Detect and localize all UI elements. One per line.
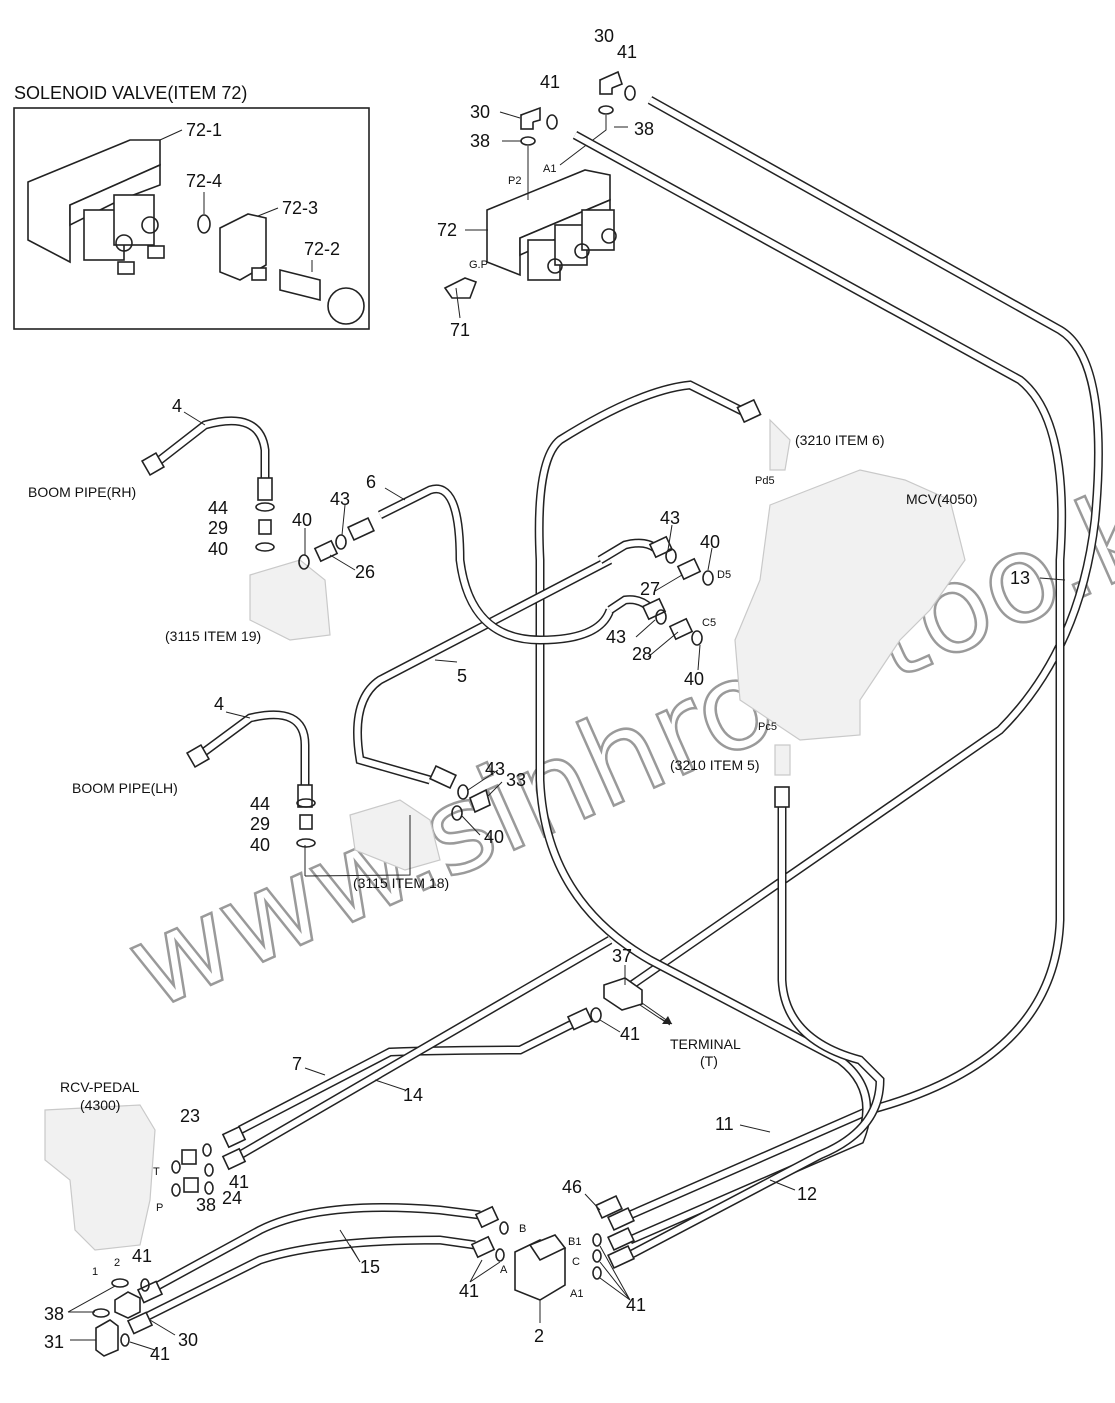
solenoid-valve-72: P2 A1 G.P	[443, 70, 636, 299]
port-gp: G.P	[469, 259, 488, 271]
terminal-label: TERMINAL	[670, 1036, 741, 1052]
label-72-2: 72-2	[304, 239, 340, 259]
callout-41: 41	[150, 1344, 170, 1364]
callout-41: 41	[620, 1024, 640, 1044]
callout-43: 43	[485, 759, 505, 779]
terminal-t-label: (T)	[700, 1053, 718, 1069]
port-a: A	[500, 1264, 508, 1276]
callout-13: 13	[1010, 568, 1030, 588]
callout-24: 24	[222, 1188, 242, 1208]
callout-46: 46	[562, 1177, 582, 1197]
mcv-ghost	[734, 418, 966, 776]
port-a1-bottom: A1	[570, 1288, 583, 1300]
ref-3115-item-18: (3115 ITEM 18)	[353, 875, 449, 891]
port-2: 2	[114, 1257, 120, 1269]
callout-41: 41	[132, 1246, 152, 1266]
callout-43: 43	[606, 627, 626, 647]
callout-30: 30	[594, 26, 614, 46]
callout-14: 14	[403, 1085, 423, 1105]
callout-40: 40	[250, 835, 270, 855]
callout-15: 15	[360, 1257, 380, 1277]
port-pd5: Pd5	[755, 475, 775, 487]
port-b: B	[519, 1223, 526, 1235]
callout-29: 29	[208, 518, 228, 538]
port-b1: B1	[568, 1236, 581, 1248]
port-c5: C5	[702, 617, 716, 629]
callout-2: 2	[534, 1326, 544, 1346]
callout-38: 38	[196, 1195, 216, 1215]
port-p2: P2	[508, 175, 521, 187]
callout-40: 40	[484, 827, 504, 847]
fittings	[92, 398, 790, 1357]
callout-44: 44	[250, 794, 270, 814]
callout-28: 28	[632, 644, 652, 664]
port-a1-top: A1	[543, 163, 556, 175]
callout-12: 12	[797, 1184, 817, 1204]
label-72-3: 72-3	[282, 198, 318, 218]
callout-5: 5	[457, 666, 467, 686]
callout-43: 43	[330, 489, 350, 509]
callout-30: 30	[178, 1330, 198, 1350]
port-labels: Pd5 D5 C5 Pc5 T P 1 2 B A B1 C A1	[92, 475, 777, 1300]
callout-7: 7	[292, 1054, 302, 1074]
callout-6: 6	[366, 472, 376, 492]
block-3115-18-ghost	[349, 799, 441, 871]
callout-38: 38	[470, 131, 490, 151]
ref-3210-item-5: (3210 ITEM 5)	[670, 757, 759, 773]
terminal-arrow	[641, 1002, 673, 1025]
hoses	[137, 96, 1103, 1325]
callout-40: 40	[208, 539, 228, 559]
boom-pipe-lh-label: BOOM PIPE(LH)	[72, 780, 178, 796]
port-t: T	[153, 1166, 160, 1178]
leader-lines	[67, 111, 1066, 1351]
callout-41: 41	[617, 42, 637, 62]
rcv-pedal-label: RCV-PEDAL	[60, 1079, 140, 1095]
mcv-label: MCV(4050)	[906, 491, 978, 507]
callout-41: 41	[459, 1281, 479, 1301]
callout-38: 38	[634, 119, 654, 139]
port-c: C	[572, 1256, 580, 1268]
callout-43: 43	[660, 508, 680, 528]
callout-11: 11	[715, 1114, 734, 1134]
callout-41: 41	[540, 72, 560, 92]
callout-41: 41	[626, 1295, 646, 1315]
ref-3115-item-19: (3115 ITEM 19)	[165, 628, 261, 644]
callout-26: 26	[355, 562, 375, 582]
inset-title: SOLENOID VALVE(ITEM 72)	[14, 83, 247, 103]
callout-31: 31	[44, 1332, 64, 1352]
label-72-4: 72-4	[186, 171, 222, 191]
rcv-pedal-ghost	[44, 1104, 156, 1251]
callout-33: 33	[506, 770, 526, 790]
callout-41: 41	[229, 1172, 249, 1192]
boom-pipe-rh-label: BOOM PIPE(RH)	[28, 484, 136, 500]
callout-30: 30	[470, 102, 490, 122]
callout-29: 29	[250, 814, 270, 834]
callout-4: 4	[214, 694, 224, 714]
port-p: P	[156, 1202, 163, 1214]
callout-27: 27	[640, 579, 660, 599]
callout-40: 40	[292, 510, 312, 530]
rcv-pedal-number: (4300)	[80, 1097, 120, 1113]
callout-40: 40	[700, 532, 720, 552]
ref-3210-item-6: (3210 ITEM 6)	[795, 432, 884, 448]
callout-71: 71	[450, 320, 470, 340]
callout-44: 44	[208, 498, 228, 518]
callout-4: 4	[172, 396, 182, 416]
block-3115-19-ghost	[249, 559, 331, 641]
port-1: 1	[92, 1266, 98, 1278]
callout-72: 72	[437, 220, 457, 240]
label-72-1: 72-1	[186, 120, 222, 140]
solenoid-valve-inset: SOLENOID VALVE(ITEM 72) 72-1 72-4 72-3 7…	[13, 83, 370, 330]
port-pc5: Pc5	[758, 721, 777, 733]
callout-37: 37	[612, 946, 632, 966]
callout-38: 38	[44, 1304, 64, 1324]
callouts: 30 41 41 30 38 38 72 71 4 44 29 40 40 43…	[44, 26, 1030, 1364]
port-d5: D5	[717, 569, 731, 581]
callout-23: 23	[180, 1106, 200, 1126]
reference-labels: BOOM PIPE(RH) BOOM PIPE(LH) (3210 ITEM 6…	[28, 432, 978, 1113]
callout-40: 40	[684, 669, 704, 689]
